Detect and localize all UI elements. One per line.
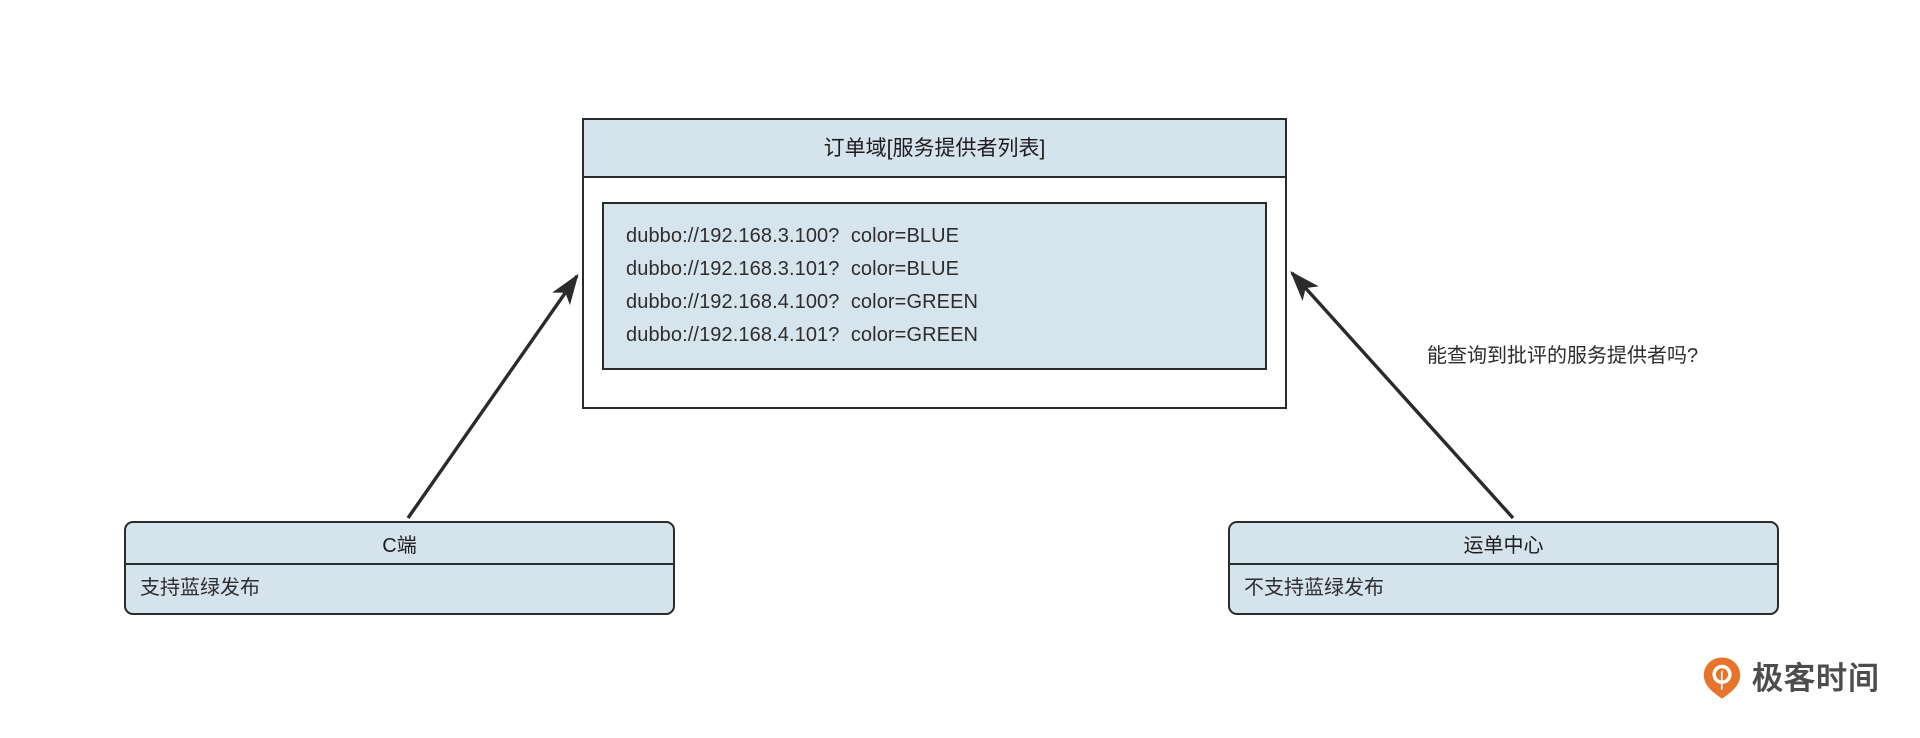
annotation-query-question: 能查询到批评的服务提供者吗? <box>1427 345 1699 367</box>
provider-list-item: dubbo://192.168.4.100? color=GREEN <box>626 291 979 313</box>
consumer-node-waybill-center: 运单中心 不支持蓝绿发布 <box>1228 521 1779 615</box>
consumer-node-c-end: C端 支持蓝绿发布 <box>124 521 675 615</box>
provider-list-item: dubbo://192.168.3.100? color=BLUE <box>626 225 960 247</box>
provider-list: dubbo://192.168.3.100? color=BLUE dubbo:… <box>602 202 1267 370</box>
geektime-pin-icon <box>1703 657 1741 699</box>
provider-list-item: dubbo://192.168.3.101? color=BLUE <box>626 258 960 280</box>
order-domain-node: 订单域[服务提供者列表] dubbo://192.168.3.100? colo… <box>582 118 1287 409</box>
provider-list-item: dubbo://192.168.4.101? color=GREEN <box>626 324 979 346</box>
consumer-node-c-end-title: C端 <box>126 523 673 565</box>
consumer-node-waybill-center-description: 不支持蓝绿发布 <box>1244 576 1384 599</box>
consumer-node-waybill-center-title: 运单中心 <box>1230 523 1777 565</box>
order-domain-title: 订单域[服务提供者列表] <box>584 120 1285 178</box>
brand-watermark: 极客时间 <box>1702 656 1880 700</box>
arrow-waybill-center-to-order-domain <box>1290 270 1515 520</box>
consumer-node-c-end-description: 支持蓝绿发布 <box>140 576 260 599</box>
brand-name: 极客时间 <box>1752 660 1880 696</box>
arrow-c-end-to-order-domain <box>406 273 579 519</box>
order-domain-body: dubbo://192.168.3.100? color=BLUE dubbo:… <box>584 178 1285 388</box>
